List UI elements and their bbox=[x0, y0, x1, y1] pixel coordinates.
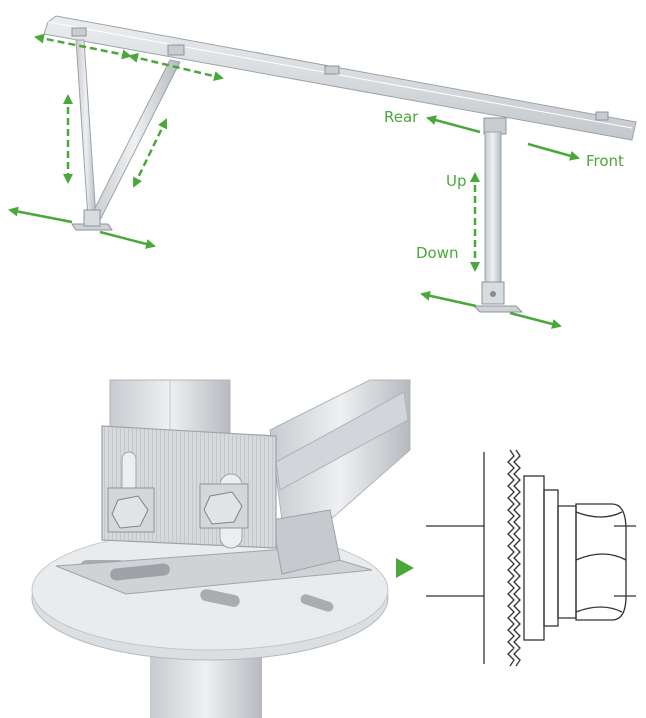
rail-clamp bbox=[595, 111, 609, 121]
bracket-closeup bbox=[31, 379, 411, 718]
front-leg bbox=[484, 131, 502, 287]
hex-nut bbox=[557, 505, 577, 619]
washer bbox=[543, 489, 559, 627]
hex-bolt bbox=[203, 491, 243, 525]
double-arrow bbox=[420, 290, 477, 308]
rail-clamp bbox=[324, 65, 340, 75]
double-arrow bbox=[527, 142, 580, 161]
mount-frame bbox=[43, 15, 637, 313]
double-arrow bbox=[8, 206, 73, 224]
rail-clamp bbox=[167, 44, 185, 56]
main-rail bbox=[43, 15, 637, 141]
label-front: Front bbox=[586, 152, 624, 170]
double-arrow bbox=[128, 52, 224, 82]
pointer-arrow-icon bbox=[396, 558, 414, 578]
cross-section-drawing bbox=[426, 449, 636, 667]
u-channel bbox=[271, 509, 341, 575]
diagonal-brace bbox=[89, 59, 181, 221]
rear-leg bbox=[75, 39, 97, 219]
double-arrow bbox=[34, 33, 132, 60]
double-arrow bbox=[509, 311, 562, 329]
label-down: Down bbox=[416, 244, 459, 262]
rail-clamp bbox=[71, 27, 87, 37]
hex-bolt bbox=[111, 495, 149, 529]
double-arrow bbox=[99, 230, 156, 249]
front-base-plate bbox=[472, 305, 524, 313]
adjustment-arrows bbox=[8, 33, 580, 329]
washer bbox=[523, 475, 545, 641]
label-rear: Rear bbox=[384, 108, 419, 126]
double-arrow bbox=[426, 115, 481, 134]
serrated-edge bbox=[507, 449, 515, 667]
label-up: Up bbox=[446, 172, 467, 190]
double-arrow bbox=[132, 118, 168, 188]
